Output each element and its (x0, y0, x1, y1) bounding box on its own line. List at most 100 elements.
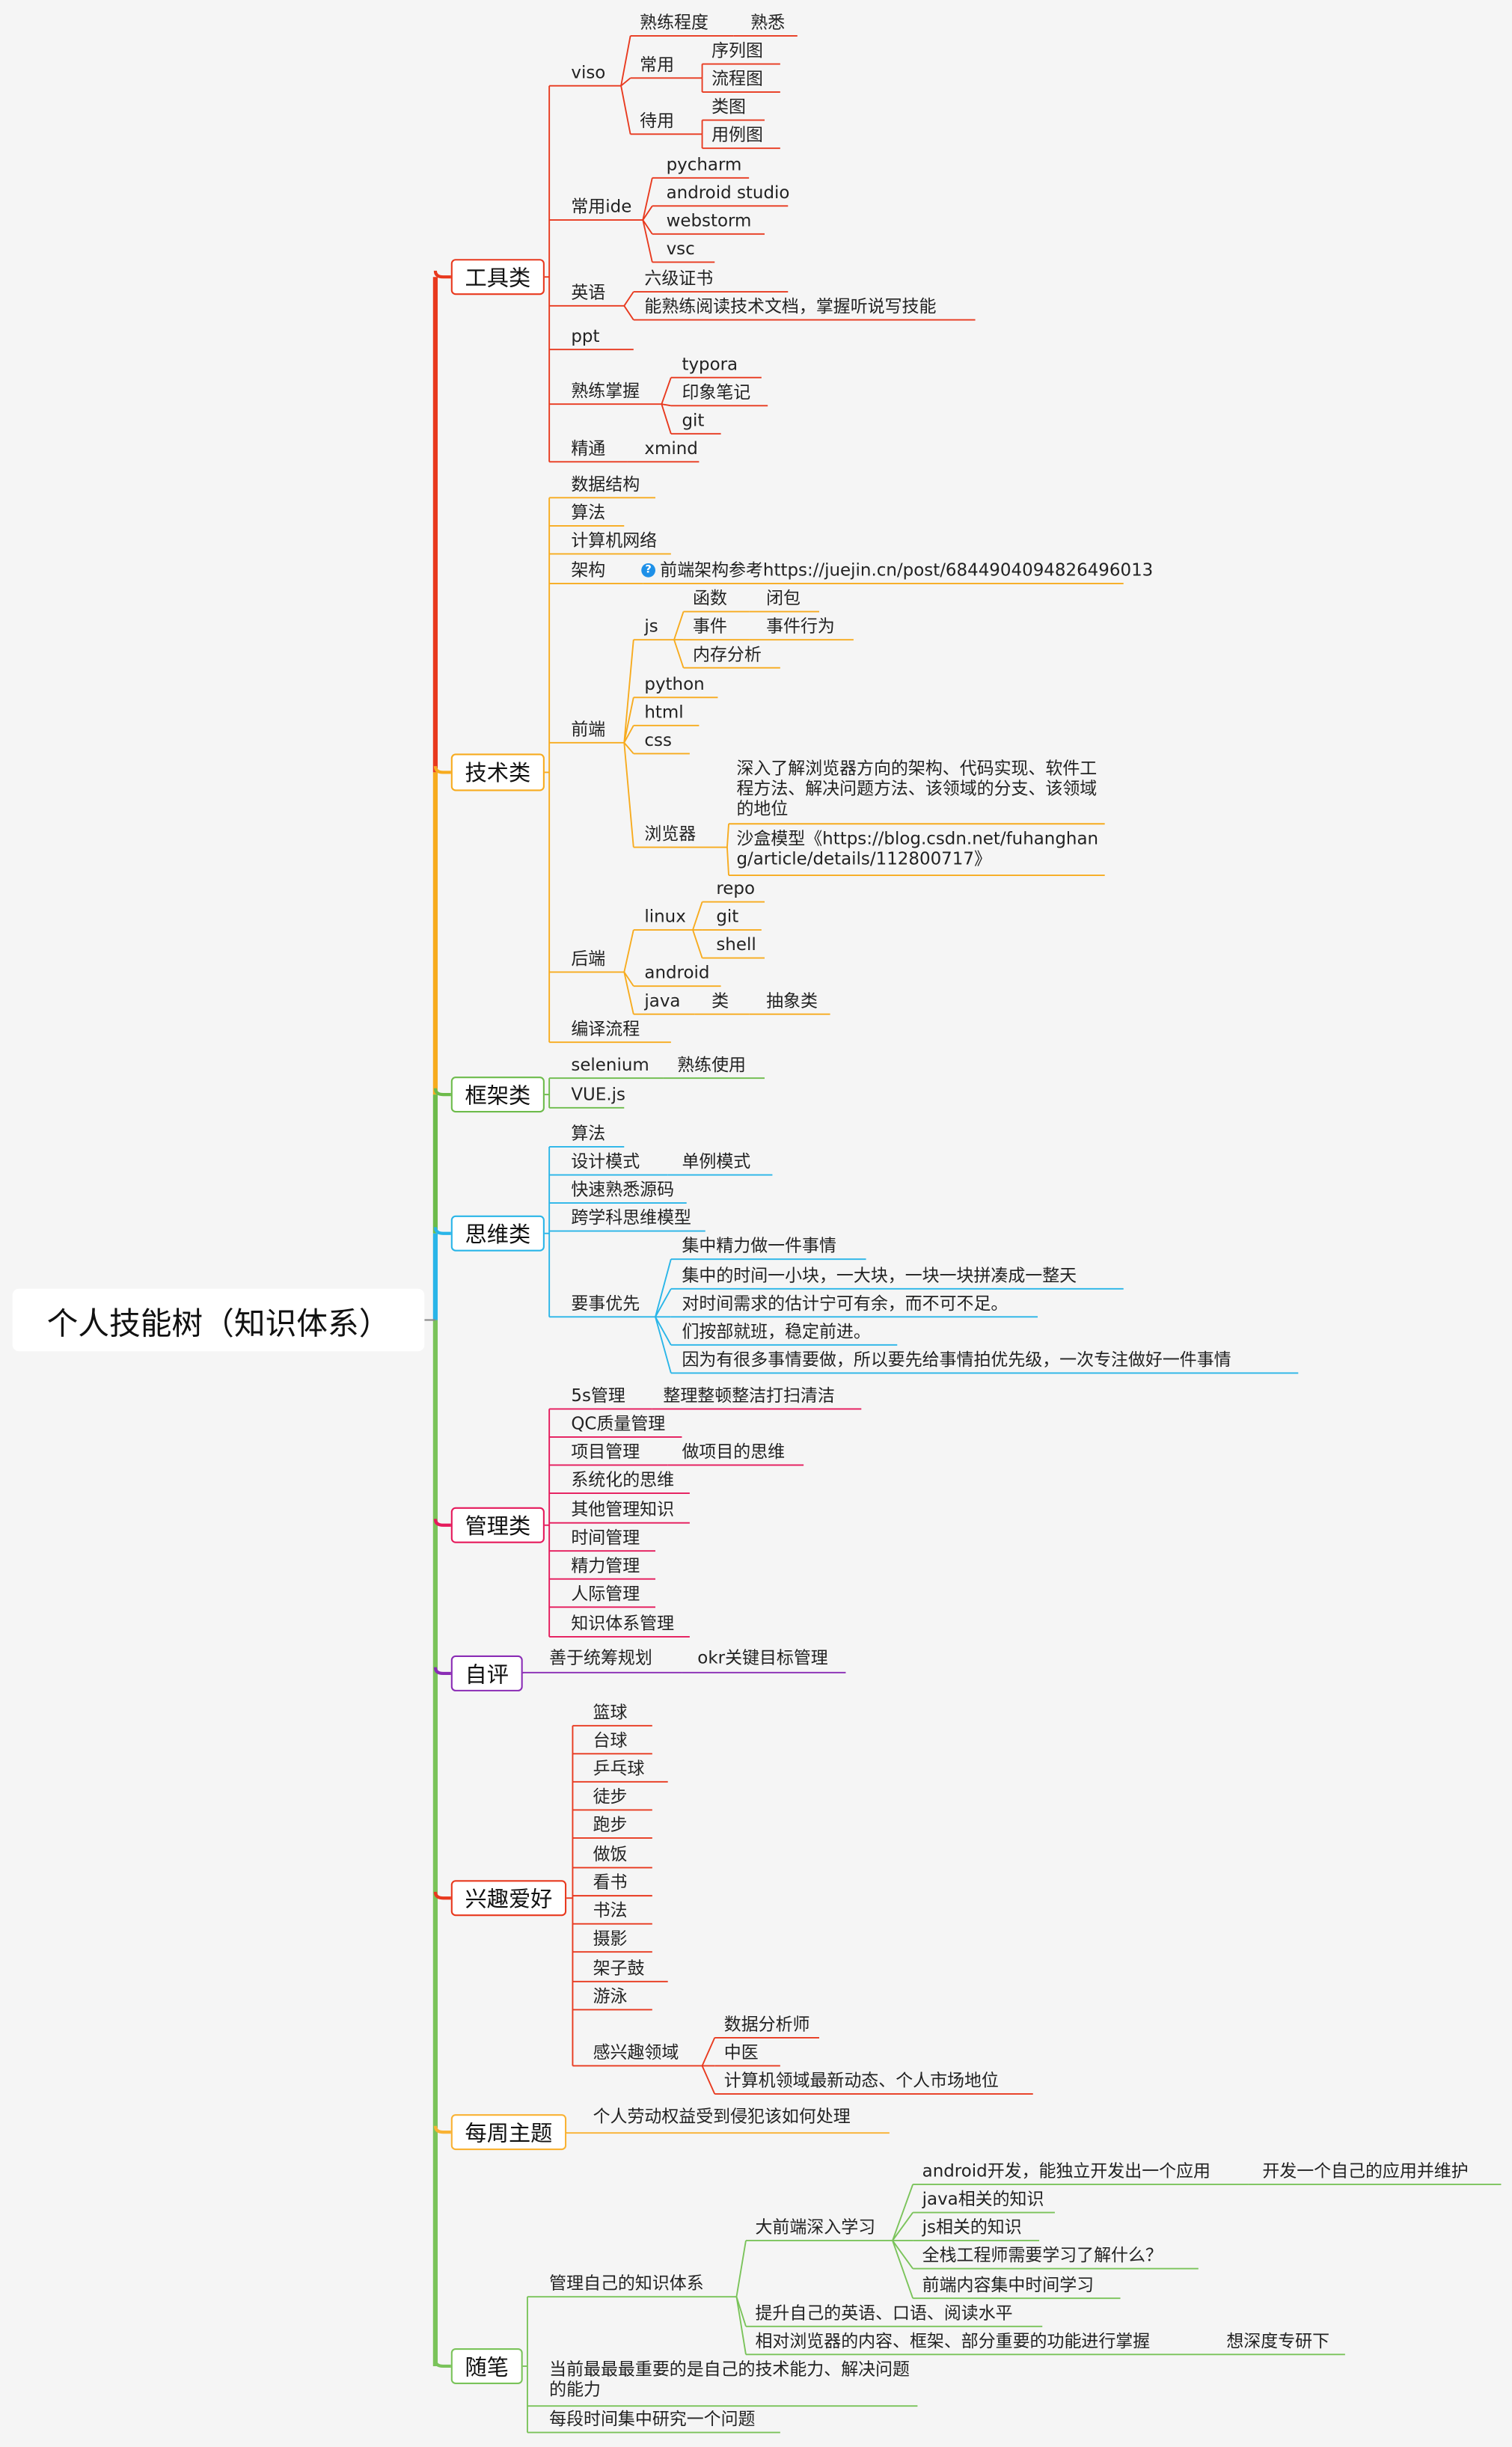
category-topic[interactable]: 随笔 (450, 2348, 523, 2384)
topic-node[interactable]: 因为有很多事情要做，所以要先给事情拍优先级，一次专注做好一件事情 (682, 1350, 1231, 1370)
topic-node[interactable]: 计算机网络 (571, 530, 657, 551)
topic-node[interactable]: java (644, 990, 680, 1011)
topic-node[interactable]: 前端 (571, 720, 605, 740)
topic-node[interactable]: 熟练掌握 (571, 381, 640, 401)
topic-node[interactable]: git (682, 411, 704, 431)
topic-node[interactable]: 架构 (571, 560, 605, 581)
category-topic[interactable]: 管理类 (450, 1507, 545, 1543)
topic-node[interactable]: 算法 (571, 1124, 605, 1144)
topic-node[interactable]: 前端内容集中时间学习 (922, 2275, 1094, 2295)
topic-node[interactable]: 个人劳动权益受到侵犯该如何处理 (593, 2107, 851, 2127)
topic-node[interactable]: 能熟练阅读技术文档，掌握听说写技能 (644, 296, 936, 316)
category-topic[interactable]: 兴趣爱好 (450, 1880, 567, 1917)
topic-node[interactable]: 六级证书 (644, 269, 713, 289)
topic-node[interactable]: 当前最最最重要的是自己的技术能力、解决问题的能力 (549, 2359, 924, 2400)
topic-node[interactable]: 跨学科思维模型 (571, 1207, 691, 1228)
topic-node[interactable]: 常用 (640, 55, 674, 75)
topic-node[interactable]: 英语 (571, 283, 605, 303)
topic-node[interactable]: html (644, 702, 683, 723)
topic-node[interactable]: 善于统筹规划 (549, 1647, 652, 1667)
topic-node[interactable]: 后端 (571, 949, 605, 969)
topic-node[interactable]: 整理整顿整洁打扫清洁 (663, 1385, 834, 1406)
topic-node[interactable]: 内存分析 (693, 644, 762, 664)
topic-node[interactable]: 熟悉 (750, 13, 785, 33)
topic-node[interactable]: 精通 (571, 438, 605, 459)
topic-node[interactable]: 人际管理 (571, 1584, 640, 1604)
topic-node[interactable]: 知识体系管理 (571, 1614, 674, 1634)
topic-node[interactable]: 数据结构 (571, 474, 640, 494)
topic-node[interactable]: 管理自己的知识体系 (549, 2273, 703, 2294)
topic-node[interactable]: 闭包 (766, 588, 801, 608)
topic-node[interactable]: python (644, 674, 704, 694)
topic-node[interactable]: 要事优先 (571, 1293, 640, 1314)
topic-node[interactable]: 集中的时间一小块，一大块，一块一块拼凑成一整天 (682, 1266, 1077, 1286)
topic-node[interactable]: 用例图 (711, 125, 763, 145)
topic-node[interactable]: xmind (644, 438, 697, 459)
topic-node[interactable]: 相对浏览器的内容、框架、部分重要的功能进行掌握 (755, 2331, 1150, 2351)
topic-node[interactable]: 们按部就班，稳定前进。 (682, 1322, 870, 1342)
topic-node[interactable]: ?前端架构参考https://juejin.cn/post/6844904094… (641, 560, 1153, 581)
topic-node[interactable]: 待用 (640, 111, 674, 131)
topic-node[interactable]: 做项目的思维 (682, 1442, 785, 1462)
category-topic[interactable]: 自评 (450, 1655, 523, 1691)
category-topic[interactable]: 框架类 (450, 1077, 545, 1113)
topic-node[interactable]: 流程图 (711, 69, 763, 89)
topic-node[interactable]: 跑步 (593, 1815, 628, 1835)
topic-node[interactable]: 深入了解浏览器方向的架构、代码实现、软件工程方法、解决问题方法、该领域的分支、该… (736, 759, 1098, 819)
topic-node[interactable]: viso (571, 62, 605, 82)
topic-node[interactable]: 数据分析师 (724, 2015, 810, 2035)
topic-node[interactable]: android (644, 963, 709, 983)
topic-node[interactable]: 快速熟悉源码 (571, 1180, 674, 1200)
topic-node[interactable]: 集中精力做一件事情 (682, 1236, 836, 1256)
topic-node[interactable]: ppt (571, 326, 599, 346)
topic-node[interactable]: js相关的知识 (922, 2217, 1022, 2238)
topic-node[interactable]: VUE.js (571, 1085, 625, 1105)
topic-node[interactable]: 开发一个自己的应用并维护 (1262, 2161, 1468, 2181)
topic-node[interactable]: 对时间需求的估计宁可有余，而不可不足。 (682, 1293, 1008, 1314)
topic-node[interactable]: selenium (571, 1055, 649, 1075)
topic-node[interactable]: 架子鼓 (593, 1958, 645, 1979)
topic-node[interactable]: okr关键目标管理 (697, 1647, 827, 1667)
topic-node[interactable]: 系统化的思维 (571, 1470, 674, 1490)
topic-node[interactable]: shell (716, 934, 756, 955)
topic-node[interactable]: vsc (667, 239, 695, 259)
topic-node[interactable]: 乒乓球 (593, 1759, 645, 1779)
topic-node[interactable]: 设计模式 (571, 1151, 640, 1172)
topic-node[interactable]: 书法 (593, 1900, 628, 1920)
topic-node[interactable]: 常用ide (571, 197, 631, 217)
topic-node[interactable]: 游泳 (593, 1986, 628, 2006)
topic-node[interactable]: 徒步 (593, 1786, 628, 1807)
topic-node[interactable]: android studio (667, 183, 790, 203)
topic-node[interactable]: 计算机领域最新动态、个人市场地位 (724, 2071, 999, 2091)
topic-node[interactable]: repo (716, 878, 755, 898)
topic-node[interactable]: 类 (711, 990, 729, 1011)
topic-node[interactable]: 沙盒模型《https://blog.csdn.net/fuhanghang/ar… (736, 829, 1104, 869)
category-topic[interactable]: 每周主题 (450, 2114, 567, 2151)
topic-node[interactable]: 5s管理 (571, 1385, 625, 1406)
topic-node[interactable]: 摄影 (593, 1929, 628, 1949)
topic-node[interactable]: 大前端深入学习 (755, 2217, 875, 2238)
topic-node[interactable]: 中医 (724, 2042, 759, 2062)
topic-node[interactable]: java相关的知识 (922, 2189, 1044, 2209)
category-topic[interactable]: 工具类 (450, 259, 545, 295)
topic-node[interactable]: linux (644, 907, 685, 927)
topic-node[interactable]: pycharm (667, 154, 742, 174)
category-topic[interactable]: 技术类 (450, 753, 545, 791)
help-icon[interactable]: ? (641, 563, 655, 578)
topic-node[interactable]: 精力管理 (571, 1555, 640, 1575)
topic-node[interactable]: 提升自己的英语、口语、阅读水平 (755, 2303, 1012, 2323)
topic-node[interactable]: 其他管理知识 (571, 1499, 674, 1519)
root-topic[interactable]: 个人技能树（知识体系） (12, 1288, 425, 1352)
topic-node[interactable]: 时间管理 (571, 1528, 640, 1548)
topic-node[interactable]: 单例模式 (682, 1151, 750, 1172)
topic-node[interactable]: 熟练使用 (677, 1055, 746, 1075)
topic-node[interactable]: 函数 (693, 588, 727, 608)
topic-node[interactable]: 看书 (593, 1872, 628, 1893)
category-topic[interactable]: 思维类 (450, 1215, 545, 1252)
topic-node[interactable]: 感兴趣领域 (593, 2042, 679, 2062)
topic-node[interactable]: js (644, 616, 658, 637)
topic-node[interactable]: git (716, 907, 738, 927)
topic-node[interactable]: 项目管理 (571, 1442, 640, 1462)
topic-node[interactable]: QC质量管理 (571, 1414, 665, 1434)
topic-node[interactable]: 全栈工程师需要学习了解什么？ (922, 2245, 1163, 2265)
